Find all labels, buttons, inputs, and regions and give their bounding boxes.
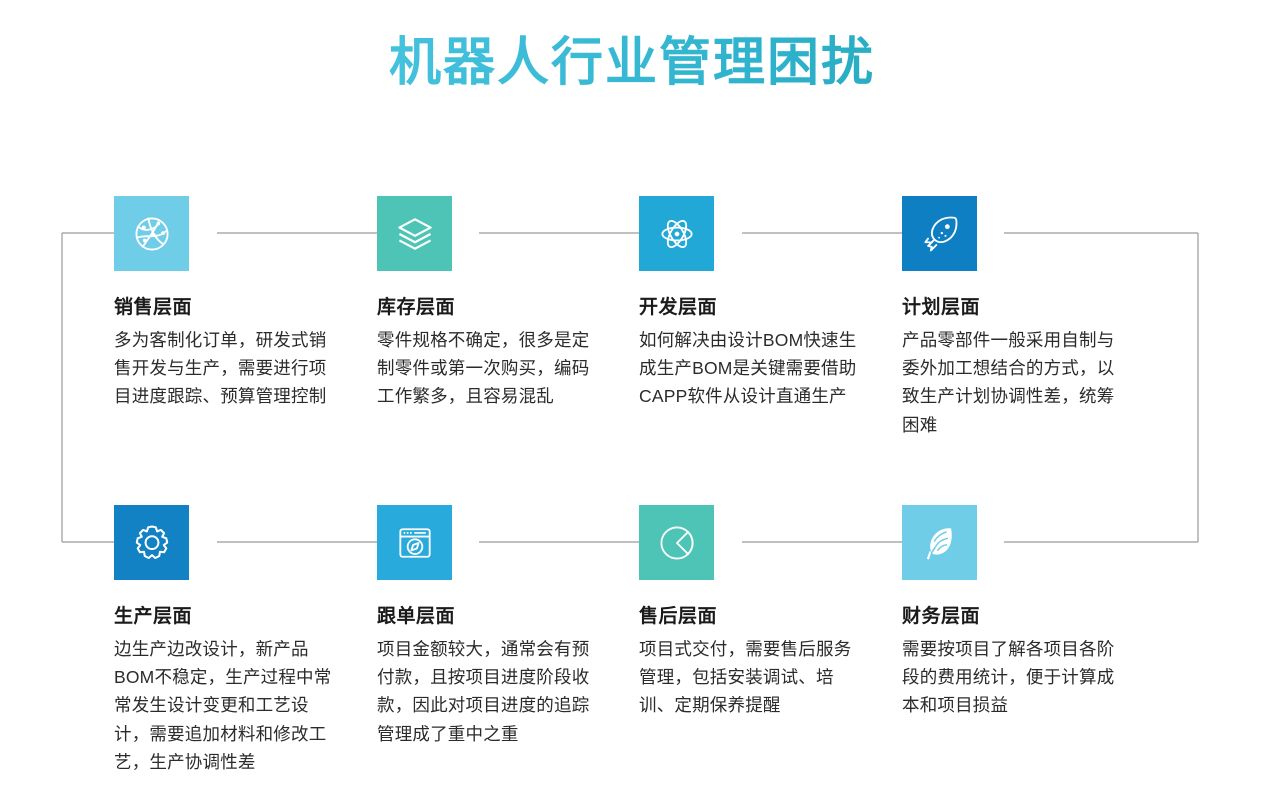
icon-tile-inventory xyxy=(377,196,452,271)
card-title-after-sales: 售后层面 xyxy=(639,606,718,627)
card-body-inventory: 零件规格不确定，很多是定制零件或第一次购买，编码工作繁多，且容易混乱 xyxy=(377,329,590,407)
browser-compass-icon xyxy=(398,527,431,558)
card-title-planning: 计划层面 xyxy=(902,297,981,318)
card-body-sales: 多为客制化订单，研发式销售开发与生产，需要进行项目进度跟踪、预算管理控制 xyxy=(114,329,327,407)
card-body-order-tracking: 项目金额较大，通常会有预付款，且按项目进度阶段收款，因此对项目进度的追踪管理成了… xyxy=(377,638,590,744)
card-order-tracking[interactable]: 跟单层面 项目金额较大，通常会有预付款，且按项目进度阶段收款，因此对项目进度的追… xyxy=(377,505,619,748)
atom-icon xyxy=(660,219,693,248)
icon-tile-after-sales xyxy=(639,505,714,580)
layers-stack-icon xyxy=(397,217,432,250)
card-body-planning: 产品零部件一般采用自制与委外加工想结合的方式，以致生产计划协调性差，统筹困难 xyxy=(902,329,1115,435)
card-title-finance: 财务层面 xyxy=(902,606,981,627)
card-title-sales: 销售层面 xyxy=(114,297,193,318)
card-body-after-sales: 项目式交付，需要售后服务管理，包括安装调试、培训、定期保养提醒 xyxy=(639,638,852,716)
card-planning[interactable]: 计划层面 产品零部件一般采用自制与委外加工想结合的方式，以致生产计划协调性差，统… xyxy=(902,196,1144,439)
card-development[interactable]: 开发层面 如何解决由设计BOM快速生成生产BOM是关键需要借助CAPP软件从设计… xyxy=(639,196,881,411)
icon-tile-finance xyxy=(902,505,977,580)
card-inventory[interactable]: 库存层面 零件规格不确定，很多是定制零件或第一次购买，编码工作繁多，且容易混乱 xyxy=(377,196,619,411)
card-body-finance: 需要按项目了解各项目各阶段的费用统计，便于计算成本和项目损益 xyxy=(902,638,1115,716)
pie-chart-icon xyxy=(660,526,693,559)
icon-tile-planning xyxy=(902,196,977,271)
card-after-sales[interactable]: 售后层面 项目式交付，需要售后服务管理，包括安装调试、培训、定期保养提醒 xyxy=(639,505,881,720)
gear-icon xyxy=(135,524,168,559)
icon-tile-sales xyxy=(114,196,189,271)
icon-tile-order-tracking xyxy=(377,505,452,580)
icon-tile-production xyxy=(114,505,189,580)
card-production[interactable]: 生产层面 边生产边改设计，新产品BOM不稳定，生产过程中常常发生设计变更和工艺设… xyxy=(114,505,356,776)
page-title: 机器人行业管理困扰 xyxy=(0,34,1264,94)
card-title-order-tracking: 跟单层面 xyxy=(377,606,456,627)
rocket-icon xyxy=(923,216,957,251)
card-title-inventory: 库存层面 xyxy=(377,297,456,318)
card-finance[interactable]: 财务层面 需要按项目了解各项目各阶段的费用统计，便于计算成本和项目损益 xyxy=(902,505,1144,720)
card-body-development: 如何解决由设计BOM快速生成生产BOM是关键需要借助CAPP软件从设计直通生产 xyxy=(639,329,857,407)
card-body-production: 边生产边改设计，新产品BOM不稳定，生产过程中常常发生设计变更和工艺设计，需要追… xyxy=(114,638,332,773)
icon-tile-development xyxy=(639,196,714,271)
globe-network-icon xyxy=(135,217,168,250)
card-title-development: 开发层面 xyxy=(639,297,718,318)
card-title-production: 生产层面 xyxy=(114,606,193,627)
card-sales[interactable]: 销售层面 多为客制化订单，研发式销售开发与生产，需要进行项目进度跟踪、预算管理控… xyxy=(114,196,356,411)
feather-icon xyxy=(926,527,952,559)
